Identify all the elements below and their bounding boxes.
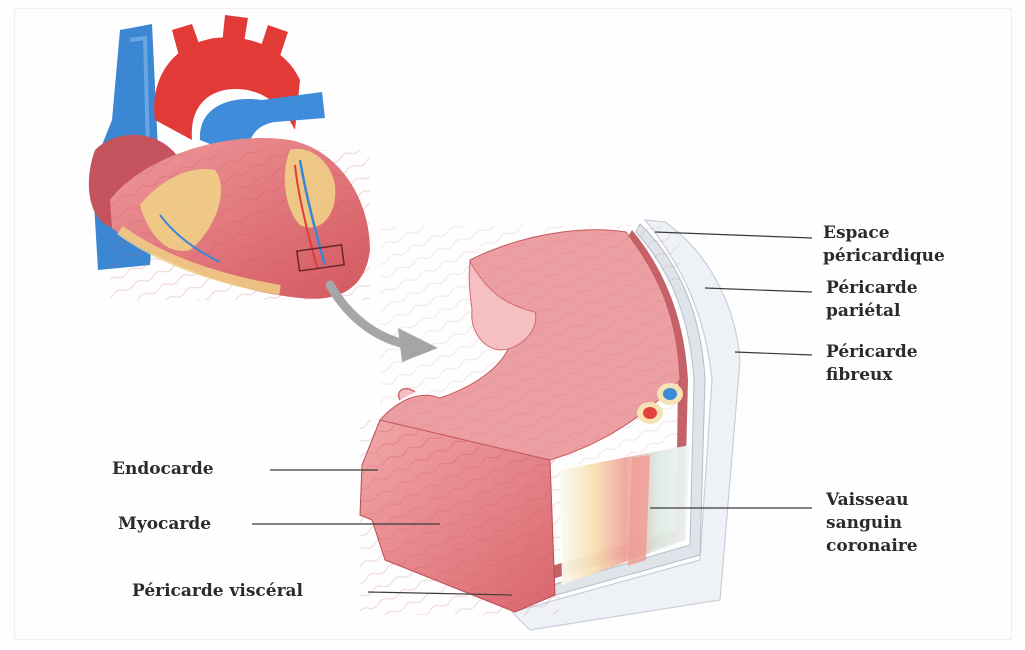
heart-wall-section: [360, 220, 740, 630]
label-vaisseau-line1: Vaisseau: [826, 489, 918, 512]
label-pericarde-parietal: Péricarde pariétal: [826, 277, 918, 323]
label-myocarde: Myocarde: [118, 513, 211, 536]
label-parietal-line2: pariétal: [826, 300, 918, 323]
label-parietal-line1: Péricarde: [826, 277, 918, 300]
label-pericarde-fibreux: Péricarde fibreux: [826, 341, 918, 387]
aorta-branch-3: [258, 25, 288, 62]
label-fibreux-line2: fibreux: [826, 364, 918, 387]
label-endocarde: Endocarde: [112, 458, 214, 481]
label-espace-pericardique: Espace péricardique: [823, 222, 945, 268]
label-vaisseau-sanguin-coronaire: Vaisseau sanguin coronaire: [826, 489, 918, 558]
heart-illustration: [89, 15, 370, 300]
label-fibreux-line1: Péricarde: [826, 341, 918, 364]
label-vaisseau-line2: sanguin: [826, 512, 918, 535]
label-espace-line1: Espace: [823, 222, 945, 245]
label-espace-line2: péricardique: [823, 245, 945, 268]
label-vaisseau-line3: coronaire: [826, 535, 918, 558]
leader-fibreux: [735, 352, 812, 355]
label-pericarde-visceral: Péricarde viscéral: [132, 580, 303, 603]
